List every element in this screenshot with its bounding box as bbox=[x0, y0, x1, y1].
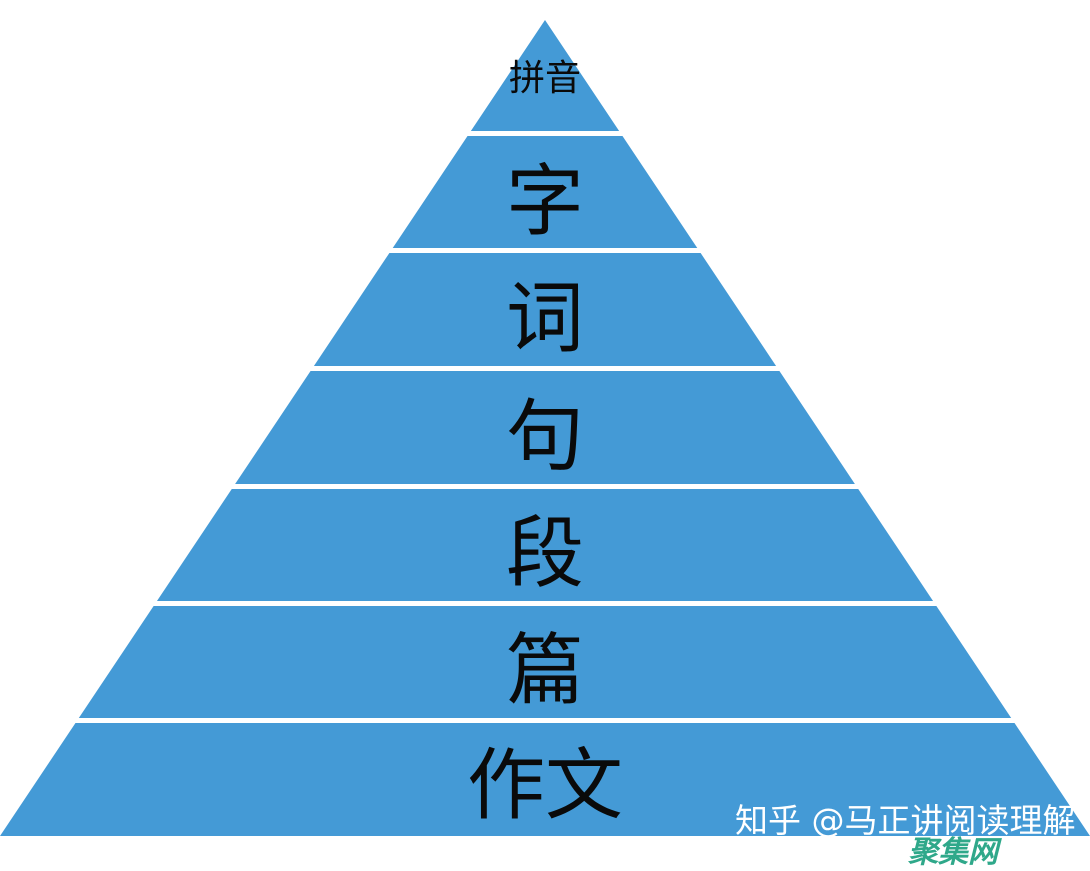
zhihu-watermark: 知乎 @马正讲阅读理解 bbox=[735, 801, 1076, 840]
pyramid-layer-label: 篇 bbox=[506, 626, 584, 716]
pyramid-layer-5 bbox=[156, 489, 934, 601]
pyramid-layer-2 bbox=[392, 136, 698, 248]
pyramid-layer-label: 作文 bbox=[467, 741, 623, 831]
pyramid-layer-label: 字 bbox=[506, 157, 584, 247]
pyramid-layer-6 bbox=[78, 606, 1012, 718]
pyramid-layer-3 bbox=[313, 253, 777, 366]
pyramid-layer-label: 段 bbox=[506, 509, 584, 599]
pyramid-layer-7 bbox=[0, 723, 1090, 836]
pyramid-layer-4 bbox=[235, 371, 855, 484]
pyramid-layer-1 bbox=[470, 20, 620, 131]
pyramid-layer-label: 句 bbox=[506, 392, 584, 482]
site-watermark: 聚集网 bbox=[907, 835, 1002, 866]
pyramid-layer-label: 词 bbox=[506, 274, 584, 364]
pyramid-layer-label: 拼音 bbox=[509, 58, 581, 99]
